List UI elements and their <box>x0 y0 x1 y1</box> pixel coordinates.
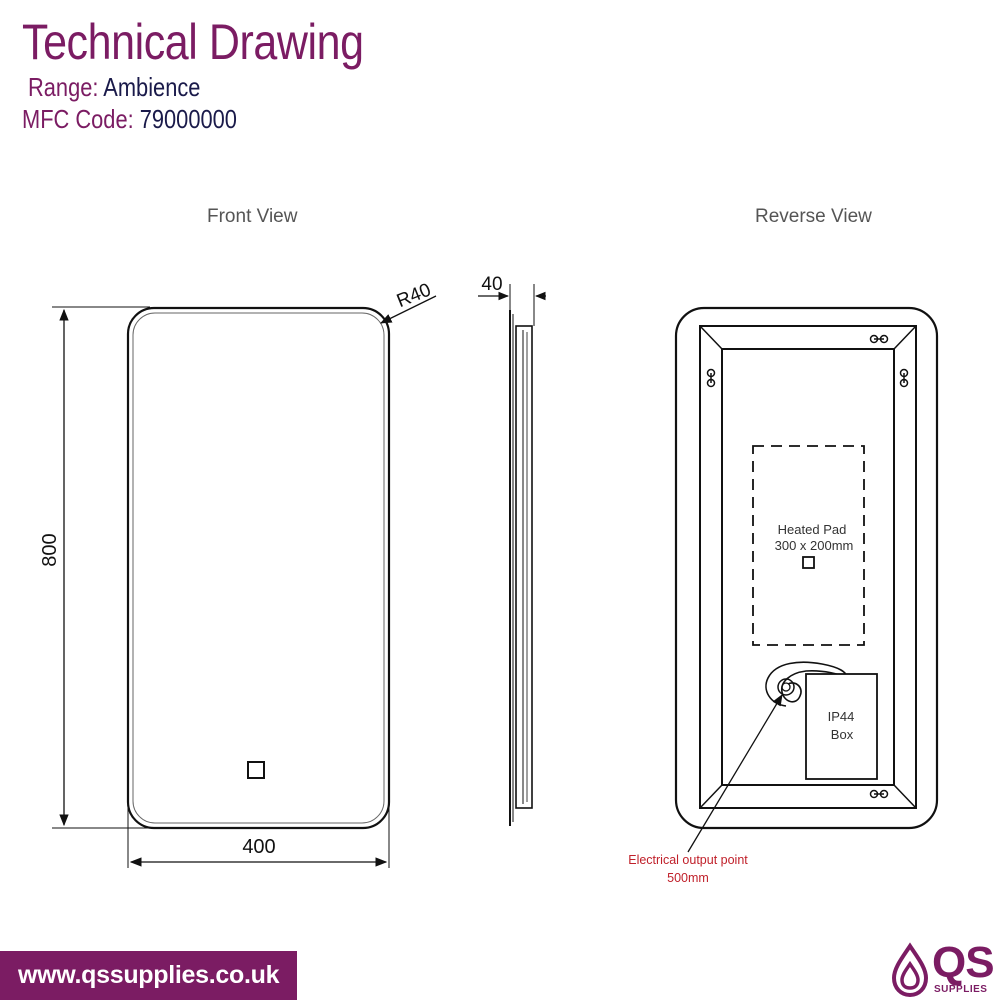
mirror-outline <box>126 306 391 830</box>
reverse-view: Heated Pad 300 x 200mm IP44 Box Electric… <box>628 306 939 885</box>
front-view: 800 400 R40 <box>39 280 437 868</box>
radius-leader <box>379 295 437 324</box>
frame-corner-br <box>893 784 917 809</box>
droplet-logo-icon <box>891 942 929 998</box>
frame-corner-bl <box>699 784 723 809</box>
range-line: Range: Ambience <box>28 72 200 102</box>
side-view: 40 <box>478 274 546 826</box>
keyhole-hanger-top-icon <box>869 334 889 344</box>
range-value: Ambience <box>103 72 201 102</box>
depth-dimension-text: 40 <box>481 274 502 295</box>
frame-corner-tr <box>893 325 917 350</box>
ip44-box-outline <box>805 673 878 780</box>
width-dimension-text: 400 <box>242 836 275 858</box>
back-frame-outer <box>699 325 917 809</box>
heated-pad-connector-icon <box>802 556 815 569</box>
keyhole-hanger-left-icon <box>706 368 716 388</box>
footer-url-bar: www.qssupplies.co.uk <box>0 951 297 1000</box>
height-dimension-text: 800 <box>39 533 61 566</box>
mirror-inner-edge <box>132 312 385 824</box>
front-view-label: Front View <box>207 206 298 227</box>
side-frame-outer <box>515 325 533 809</box>
touch-sensor-icon <box>247 761 265 779</box>
heated-pad-size: 300 x 200mm <box>775 538 854 553</box>
ip44-box-label-2: Box <box>831 727 854 742</box>
keyhole-hanger-right-icon <box>899 368 909 388</box>
ip44-box-label: IP44 <box>828 709 855 724</box>
logo-subtext: SUPPLIES <box>934 984 988 995</box>
electrical-point-distance: 500mm <box>667 871 709 885</box>
heated-pad-label: Heated Pad <box>778 522 847 537</box>
reverse-view-label: Reverse View <box>755 206 872 227</box>
range-label: Range: <box>28 72 99 102</box>
mfc-code-line: MFC Code: 79000000 <box>22 104 237 134</box>
back-frame-inner <box>721 348 895 786</box>
mfc-code-value: 79000000 <box>139 104 237 134</box>
logo-text: QS <box>932 938 995 987</box>
keyhole-hanger-bottom-icon <box>869 789 889 799</box>
electrical-point-leader <box>687 693 783 853</box>
frame-corner-tl <box>699 325 723 350</box>
electrical-point-label: Electrical output point <box>628 853 748 867</box>
reverse-outline <box>674 306 939 830</box>
mfc-code-label: MFC Code: <box>22 104 134 134</box>
heated-pad-outline <box>752 445 865 646</box>
website-link[interactable]: www.qssupplies.co.uk <box>18 961 280 989</box>
page-title: Technical Drawing <box>22 14 364 70</box>
qs-supplies-logo: QS SUPPLIES <box>888 940 996 998</box>
